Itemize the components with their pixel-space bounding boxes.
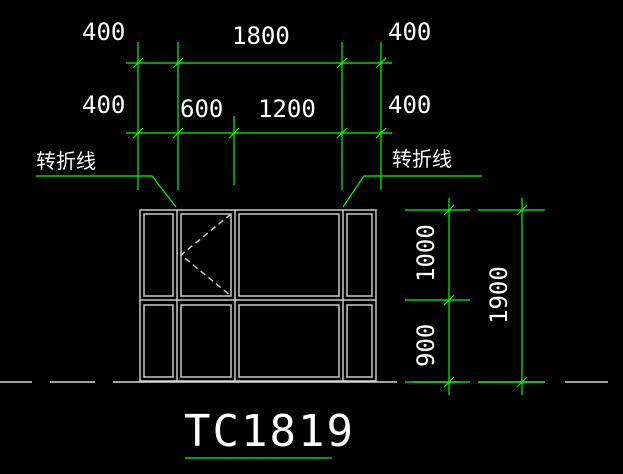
dim-top2-left: 400 bbox=[82, 91, 125, 119]
dim-top2-600: 600 bbox=[180, 95, 223, 123]
break-line-right: 转折线 bbox=[342, 147, 482, 208]
top-dimension-row-1: 400 1800 400 bbox=[82, 18, 431, 190]
top-dimension-row-2: 400 600 1200 400 bbox=[82, 91, 431, 185]
right-dimensions: 1000 900 1900 bbox=[405, 198, 545, 395]
window-elevation bbox=[139, 209, 377, 382]
dim-top2-right: 400 bbox=[388, 91, 431, 119]
window-code-title: TC1819 bbox=[184, 406, 355, 457]
dim-right-900: 900 bbox=[412, 324, 440, 367]
break-line-left: 转折线 bbox=[36, 149, 177, 208]
dim-top1-left: 400 bbox=[82, 18, 125, 46]
dim-right-1900: 1900 bbox=[485, 266, 513, 324]
dim-top1-right: 400 bbox=[388, 18, 431, 46]
break-line-label-right: 转折线 bbox=[392, 147, 452, 171]
dim-right-1000: 1000 bbox=[412, 224, 440, 282]
drawing-title: TC1819 bbox=[184, 406, 355, 459]
break-line-label-left: 转折线 bbox=[36, 149, 96, 173]
dim-top2-1200: 1200 bbox=[258, 95, 316, 123]
dim-top1-center: 1800 bbox=[232, 22, 290, 50]
